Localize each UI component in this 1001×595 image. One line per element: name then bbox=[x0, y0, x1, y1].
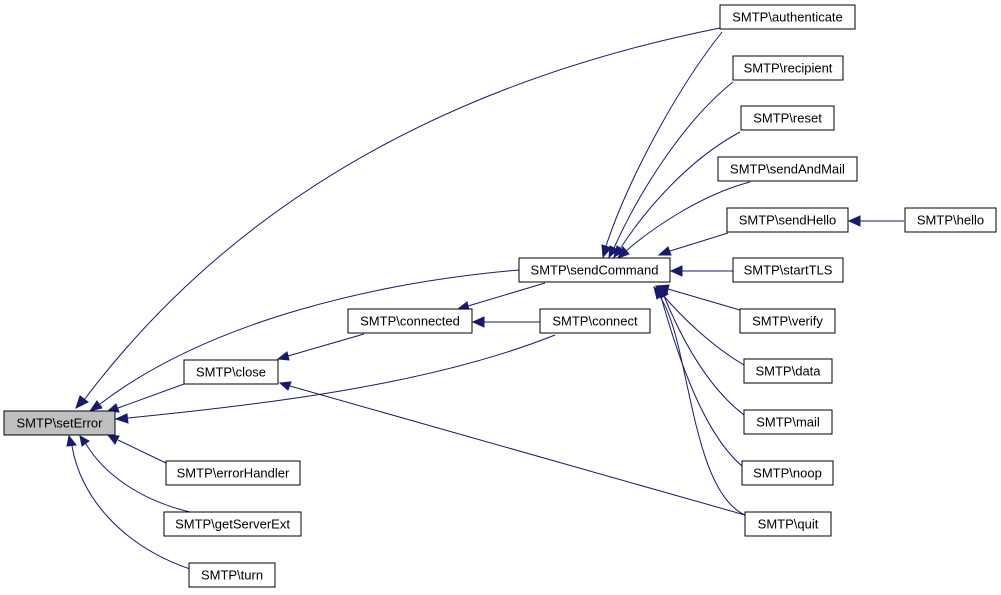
edge-errorHandler-setError bbox=[106, 434, 167, 464]
node-reset[interactable]: SMTP\reset bbox=[740, 105, 835, 131]
edge-recipient-sendCommand bbox=[608, 81, 734, 259]
node-label: SMTP\connect bbox=[552, 314, 638, 329]
node-label: SMTP\quit bbox=[758, 517, 819, 532]
edge-quit-close bbox=[278, 381, 746, 516]
node-sendHello[interactable]: SMTP\sendHello bbox=[726, 207, 849, 233]
node-mail[interactable]: SMTP\mail bbox=[743, 409, 833, 435]
node-connected[interactable]: SMTP\connected bbox=[347, 308, 473, 334]
node-label: SMTP\errorHandler bbox=[177, 466, 290, 481]
edge-startTLS-sendCommand bbox=[669, 265, 733, 277]
edge-sendCommand-setError bbox=[88, 269, 520, 412]
edge-connected-close bbox=[276, 333, 365, 361]
node-startTLS[interactable]: SMTP\startTLS bbox=[732, 257, 844, 283]
node-label: SMTP\verify bbox=[752, 314, 823, 329]
node-label: SMTP\connected bbox=[360, 314, 460, 329]
node-connect[interactable]: SMTP\connect bbox=[539, 308, 651, 334]
node-label: SMTP\getServerExt bbox=[175, 517, 290, 532]
edge-close-setError bbox=[106, 383, 185, 413]
edge-quit-sendCommand bbox=[653, 285, 746, 516]
node-recipient[interactable]: SMTP\recipient bbox=[732, 55, 844, 81]
edge-getServerExt-setError bbox=[79, 435, 191, 513]
edge-connect-connected bbox=[471, 316, 540, 328]
node-label: SMTP\noop bbox=[753, 466, 822, 481]
node-sendCommand[interactable]: SMTP\sendCommand bbox=[518, 257, 671, 283]
node-data[interactable]: SMTP\data bbox=[743, 358, 833, 384]
node-label: SMTP\recipient bbox=[744, 61, 833, 76]
nodes: SMTP\setError SMTP\close SMTP\errorHandl… bbox=[3, 4, 997, 588]
node-close[interactable]: SMTP\close bbox=[183, 359, 279, 385]
node-label: SMTP\sendAndMail bbox=[730, 162, 845, 177]
edge-turn-setError bbox=[66, 434, 191, 570]
edge-connect-setError bbox=[114, 334, 556, 424]
edge-hello-sendHello bbox=[847, 215, 904, 227]
node-label: SMTP\mail bbox=[756, 415, 820, 430]
node-turn[interactable]: SMTP\turn bbox=[188, 562, 276, 588]
node-label: SMTP\startTLS bbox=[744, 263, 833, 278]
node-setError[interactable]: SMTP\setError bbox=[3, 410, 116, 436]
node-label: SMTP\close bbox=[196, 365, 266, 380]
node-label: SMTP\hello bbox=[917, 213, 984, 228]
edge-sendCommand-connected bbox=[456, 282, 546, 311]
node-errorHandler[interactable]: SMTP\errorHandler bbox=[165, 460, 301, 486]
node-authenticate[interactable]: SMTP\authenticate bbox=[719, 4, 856, 30]
edge-reset-sendCommand bbox=[613, 131, 741, 259]
node-sendAndMail[interactable]: SMTP\sendAndMail bbox=[717, 156, 858, 182]
edge-authenticate-setError bbox=[75, 27, 721, 409]
node-getServerExt[interactable]: SMTP\getServerExt bbox=[163, 511, 302, 537]
node-label: SMTP\reset bbox=[753, 111, 822, 126]
node-label: SMTP\authenticate bbox=[732, 10, 843, 25]
node-label: SMTP\sendCommand bbox=[531, 263, 659, 278]
node-noop[interactable]: SMTP\noop bbox=[741, 460, 834, 486]
edges bbox=[66, 27, 904, 570]
edge-sendAndMail-sendCommand bbox=[617, 181, 751, 259]
node-label: SMTP\setError bbox=[17, 416, 104, 431]
node-quit[interactable]: SMTP\quit bbox=[744, 511, 832, 537]
node-label: SMTP\sendHello bbox=[739, 213, 837, 228]
node-hello[interactable]: SMTP\hello bbox=[904, 207, 997, 233]
edge-sendHello-sendCommand bbox=[657, 232, 729, 256]
edge-verify-sendCommand bbox=[656, 284, 741, 311]
node-label: SMTP\turn bbox=[201, 568, 263, 583]
node-verify[interactable]: SMTP\verify bbox=[739, 308, 836, 334]
node-label: SMTP\data bbox=[755, 364, 821, 379]
edge-authenticate-sendCommand bbox=[601, 31, 723, 259]
